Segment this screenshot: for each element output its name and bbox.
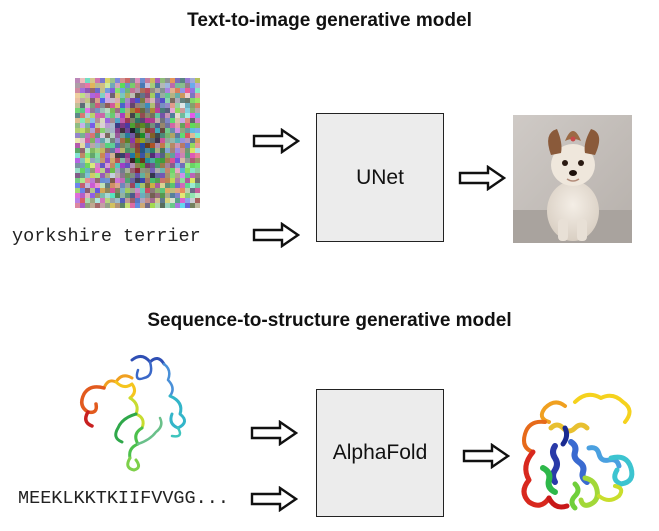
yorkshire-terrier-image (513, 115, 632, 243)
bottom-section-title: Sequence-to-structure generative model (147, 310, 512, 331)
alphafold-box: AlphaFold (316, 389, 444, 517)
unet-label: UNet (356, 165, 404, 189)
arrow-unet-to-image (458, 165, 506, 191)
amino-acid-sequence: MEEKLKKTKIIFVVGG... (18, 488, 229, 509)
unet-box: UNet (316, 113, 444, 242)
top-section-title: Text-to-image generative model (187, 10, 472, 31)
output-protein-structure (521, 392, 635, 511)
input-protein-structure (80, 355, 186, 472)
alphafold-label: AlphaFold (332, 441, 428, 464)
noise-image (75, 78, 200, 208)
arrow-prompt-to-unet (252, 222, 300, 248)
text-prompt: yorkshire terrier (12, 226, 201, 247)
arrow-structure-to-alphafold (250, 420, 298, 446)
arrow-alphafold-to-structure (462, 443, 510, 469)
arrow-sequence-to-alphafold (250, 486, 298, 512)
arrow-noise-to-unet (252, 128, 300, 154)
